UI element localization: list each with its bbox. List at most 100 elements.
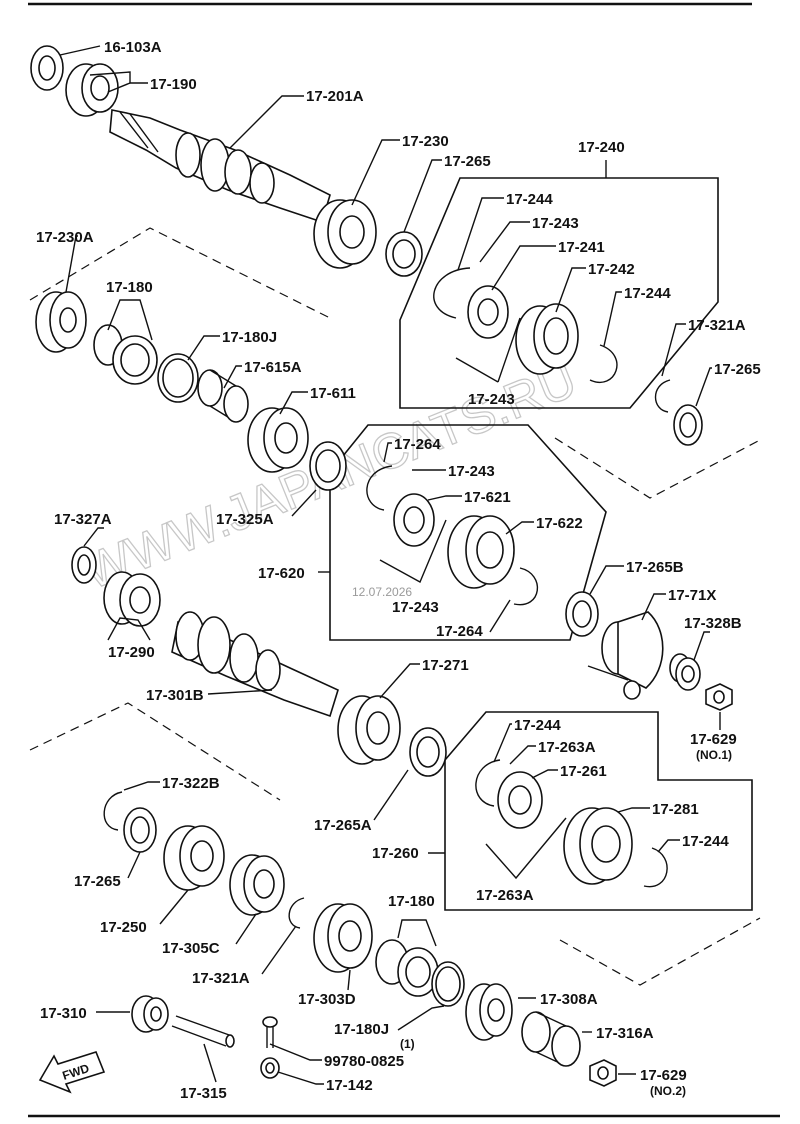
label-17-142: 17-142 — [326, 1077, 373, 1094]
ring-17-265B — [565, 591, 599, 637]
group-box-17-620 — [318, 424, 607, 641]
label-17-321A-lower: 17-321A — [192, 970, 250, 987]
ring-17-325A — [309, 441, 347, 491]
label-17-265A: 17-265A — [314, 817, 372, 834]
gear-17-305C — [229, 854, 285, 916]
sleeve-17-242 — [515, 303, 579, 375]
label-17-264-a: 17-264 — [394, 436, 441, 453]
snap-ring-17-244-d — [643, 847, 668, 888]
label-17-281: 17-281 — [652, 801, 699, 818]
note-no2: (NO.2) — [650, 1084, 686, 1098]
label-17-322B: 17-322B — [162, 775, 220, 792]
label-17-263A-b: 17-263A — [476, 887, 534, 904]
nut-17-629-no2 — [589, 1059, 617, 1087]
snap-ring-17-264-b — [513, 567, 538, 606]
label-17-271: 17-271 — [422, 657, 469, 674]
label-17-180-upper: 17-180 — [106, 279, 153, 296]
gear-17-310 — [131, 995, 169, 1033]
label-17-243-d: 17-243 — [392, 599, 439, 616]
ring-17-321A-lower — [288, 897, 305, 929]
part-labels: 16-103A 17-190 17-201A 17-230 17-265 17-… — [36, 39, 761, 1102]
group-box-17-260 — [428, 711, 753, 911]
bearing-17-180-upper — [93, 324, 158, 385]
label-17-180J-upper: 17-180J — [222, 329, 277, 346]
label-17-180J-lower: 17-180J — [334, 1021, 389, 1038]
label-17-629-no1: 17-629 — [690, 731, 737, 748]
fork-17-71X — [587, 611, 664, 700]
ring-17-265-upper — [385, 231, 423, 277]
dashed-guides — [29, 227, 761, 986]
label-17-301B: 17-301B — [146, 687, 204, 704]
note-no1: (NO.1) — [696, 748, 732, 762]
label-17-265B: 17-265B — [626, 559, 684, 576]
label-17-305C: 17-305C — [162, 940, 220, 957]
label-17-328B: 17-328B — [684, 615, 742, 632]
gear-17-281 — [563, 807, 633, 885]
sleeve-17-622 — [447, 515, 515, 589]
label-17-263A-a: 17-263A — [538, 739, 596, 756]
watermark-date: 12.07.2026 — [352, 585, 412, 599]
label-17-250: 17-250 — [100, 919, 147, 936]
label-17-315: 17-315 — [180, 1085, 227, 1102]
label-17-264-b: 17-264 — [436, 623, 483, 640]
label-17-261: 17-261 — [560, 763, 607, 780]
parts — [30, 45, 733, 1087]
countershaft-17-301B — [171, 611, 339, 718]
clip-17-142 — [260, 1057, 280, 1079]
snap-ring-17-244-a — [433, 267, 471, 319]
gear-17-250 — [163, 825, 225, 891]
label-17-621: 17-621 — [464, 489, 511, 506]
label-17-230A: 17-230A — [36, 229, 94, 246]
label-17-241: 17-241 — [558, 239, 605, 256]
ring-17-265-lower — [123, 807, 157, 853]
note-qty-1: (1) — [400, 1037, 415, 1051]
ring-17-322B — [103, 791, 123, 831]
label-17-265-upper: 17-265 — [444, 153, 491, 170]
label-17-242: 17-242 — [588, 261, 635, 278]
label-17-615A: 17-615A — [244, 359, 302, 376]
bearing-17-290 — [103, 571, 161, 627]
label-16-103A: 16-103A — [104, 39, 162, 56]
leader-lines — [59, 45, 721, 1085]
label-17-265-lower: 17-265 — [74, 873, 121, 890]
snap-ring-17-264-a — [366, 465, 393, 511]
hub-17-261 — [497, 771, 543, 829]
main-shaft-17-201A — [109, 109, 331, 224]
label-17-265-right: 17-265 — [714, 361, 761, 378]
label-17-243-a: 17-243 — [532, 215, 579, 232]
collar-17-328B — [669, 653, 701, 691]
label-17-230: 17-230 — [402, 133, 449, 150]
label-17-244-a: 17-244 — [506, 191, 553, 208]
label-17-201A: 17-201A — [306, 88, 364, 105]
group-label-17-620: 17-620 — [258, 565, 305, 582]
sleeve-17-316A — [521, 1011, 581, 1067]
label-17-290: 17-290 — [108, 644, 155, 661]
label-17-243-b: 17-243 — [468, 391, 515, 408]
label-17-244-d: 17-244 — [682, 833, 729, 850]
label-17-310: 17-310 — [40, 1005, 87, 1022]
gear-17-303D — [313, 903, 373, 973]
bearing-race-16-103A — [30, 45, 64, 91]
label-17-629-no2: 17-629 — [640, 1067, 687, 1084]
ring-17-265-right — [673, 404, 703, 446]
gear-17-271 — [337, 695, 401, 765]
bolt-99780-0825 — [262, 1016, 278, 1048]
label-17-244-b: 17-244 — [624, 285, 671, 302]
label-17-611: 17-611 — [310, 385, 356, 402]
bearing-17-180-lower — [375, 939, 439, 997]
label-17-243-c: 17-243 — [448, 463, 495, 480]
label-17-622: 17-622 — [536, 515, 583, 532]
sleeve-17-615A — [197, 369, 249, 423]
label-17-327A: 17-327A — [54, 511, 112, 528]
fwd-arrow: FWD — [38, 1051, 106, 1094]
gear-17-611 — [247, 407, 309, 473]
ring-17-321A-upper — [654, 379, 671, 413]
label-17-321A-upper: 17-321A — [688, 317, 746, 334]
gear-17-230 — [313, 199, 377, 269]
hub-17-621 — [393, 493, 435, 547]
nut-17-629-no1 — [705, 683, 733, 711]
label-17-308A: 17-308A — [540, 991, 598, 1008]
gear-17-230A — [35, 291, 87, 353]
